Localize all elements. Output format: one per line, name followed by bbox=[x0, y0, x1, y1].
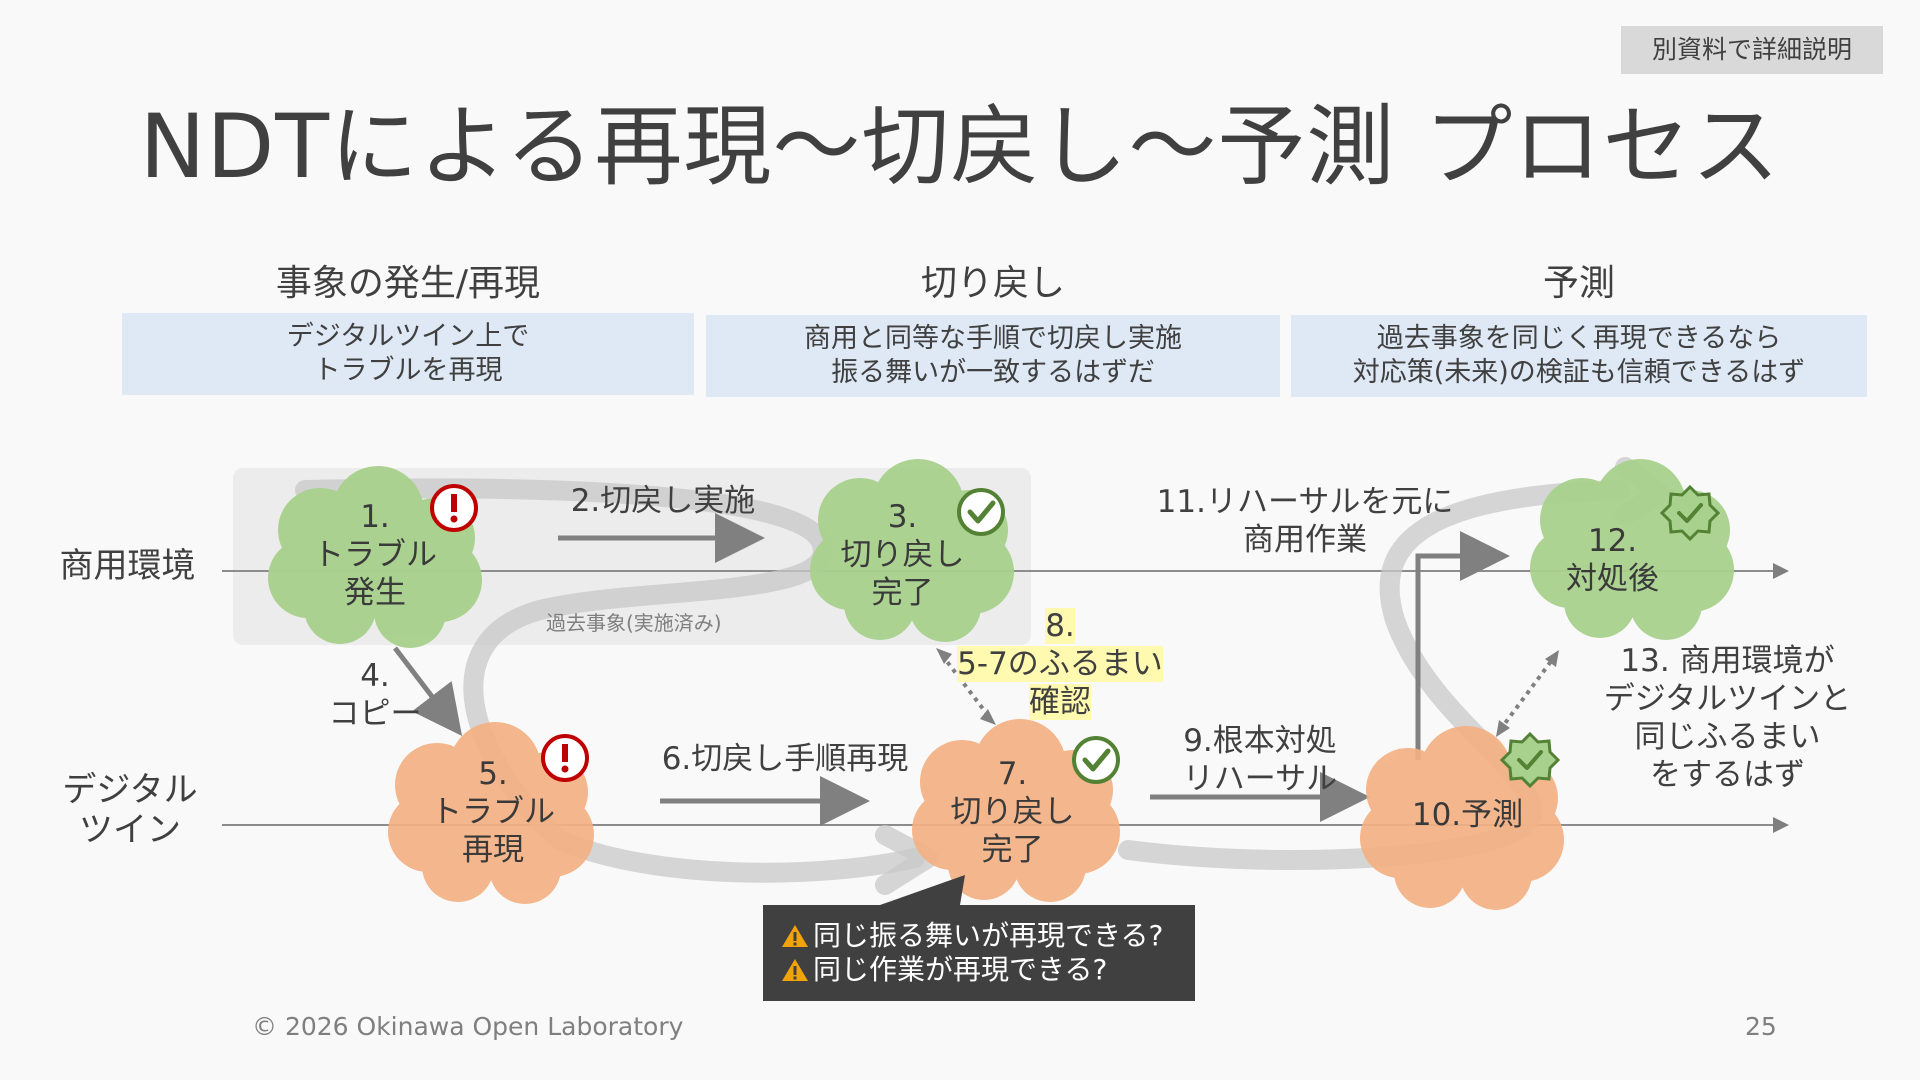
row-label-line: ツイン bbox=[79, 810, 181, 850]
node-line: 完了 bbox=[871, 575, 934, 611]
callout-line: 同じ作業が再現できる? bbox=[781, 953, 1195, 987]
phase-box-line: デジタルツイン上で bbox=[286, 321, 530, 352]
step-line: 8. bbox=[950, 607, 1170, 645]
badge-check-icon bbox=[1499, 731, 1561, 789]
phase-box-prediction: 過去事象を同じく再現できるなら 対応策(未来)の検証も信頼できるはず bbox=[1291, 315, 1867, 397]
step-8-label: 8. 5-7のふるまい 確認 bbox=[950, 607, 1170, 721]
cloud-node-10 bbox=[1360, 726, 1564, 910]
step-line: 商用作業 bbox=[1243, 522, 1367, 558]
dotted-expect-arrow bbox=[1498, 654, 1557, 732]
node-line: 3. bbox=[887, 499, 918, 535]
arrow-copy bbox=[393, 646, 463, 736]
past-events-label: 過去事象(実施済み) bbox=[546, 611, 722, 635]
question-callout: 同じ振る舞いが再現できる? 同じ作業が再現できる? bbox=[763, 905, 1195, 1001]
step-line: 9.根本対処 bbox=[1183, 723, 1337, 759]
copyright-footer: © 2026 Okinawa Open Laboratory bbox=[252, 1012, 684, 1041]
node-line: 発生 bbox=[344, 575, 406, 611]
warning-icon bbox=[782, 925, 808, 947]
cloud-node-1 bbox=[268, 466, 482, 648]
callout-text: 同じ振る舞いが再現できる? bbox=[813, 919, 1164, 952]
step-line: 5-7のふるまい bbox=[950, 645, 1170, 683]
callout-pointer bbox=[880, 875, 965, 905]
row-label-line: デジタル bbox=[62, 770, 198, 810]
detail-note-badge: 別資料で詳細説明 bbox=[1621, 26, 1883, 74]
node-line: 切り戻し bbox=[950, 794, 1075, 830]
step-line: デジタルツインと bbox=[1603, 681, 1852, 717]
node-7-label: 7. 切り戻し 完了 bbox=[930, 752, 1095, 872]
step-line-text: 8. bbox=[1045, 608, 1075, 644]
flow-arrow-past bbox=[295, 478, 925, 883]
node-line: 12. bbox=[1587, 523, 1638, 559]
dotted-arrowhead bbox=[936, 648, 952, 664]
check-icon bbox=[1072, 736, 1120, 784]
step-line: 同じふるまい bbox=[1634, 719, 1821, 755]
step-line: リハーサル bbox=[1182, 761, 1338, 797]
node-3-label: 3. 切り戻し 完了 bbox=[820, 495, 985, 615]
phase-box-line: 過去事象を同じく再現できるなら bbox=[1376, 323, 1782, 354]
callout-line: 同じ振る舞いが再現できる? bbox=[781, 919, 1195, 953]
step-line: 確認 bbox=[950, 683, 1170, 721]
node-line: 切り戻し bbox=[840, 537, 965, 573]
node-line: 再現 bbox=[462, 832, 524, 868]
step-line-text: 5-7のふるまい bbox=[957, 646, 1163, 682]
row-label-commercial: 商用環境 bbox=[59, 546, 196, 586]
phase-box-line: 対応策(未来)の検証も信頼できるはず bbox=[1352, 357, 1806, 388]
step-line: コピー bbox=[328, 696, 422, 732]
cloud-node-3 bbox=[810, 459, 1014, 642]
node-line: 10.予測 bbox=[1411, 797, 1524, 833]
node-line: 7. bbox=[997, 756, 1028, 792]
step-line: をするはず bbox=[1650, 757, 1805, 793]
dotted-arrowhead bbox=[980, 709, 996, 725]
phase-title-occurrence: 事象の発生/再現 bbox=[275, 263, 541, 304]
phase-title-rollback: 切り戻し bbox=[920, 263, 1065, 304]
step-line-text: 確認 bbox=[1029, 684, 1091, 720]
node-line: 完了 bbox=[981, 832, 1044, 868]
node-line: 対処後 bbox=[1566, 561, 1659, 597]
step-line: 11.リハーサルを元に bbox=[1156, 484, 1454, 520]
dotted-arrowhead bbox=[1545, 650, 1559, 667]
check-icon bbox=[957, 488, 1005, 536]
node-1-label: 1. トラブル 発生 bbox=[290, 495, 460, 615]
node-line: トラブル bbox=[313, 537, 437, 573]
arrow-commercial-work bbox=[1415, 531, 1510, 760]
step-6-label: 6.切戻し手順再現 bbox=[661, 741, 909, 777]
node-line: 1. bbox=[360, 499, 390, 535]
phase-box-rollback: 商用と同等な手順で切戻し実施 振る舞いが一致するはずだ bbox=[706, 315, 1280, 397]
phase-box-line: 商用と同等な手順で切戻し実施 bbox=[804, 323, 1182, 354]
phase-box-line: トラブルを再現 bbox=[313, 355, 503, 386]
dotted-compare-arrow bbox=[940, 653, 992, 720]
step-2-label: 2.切戻し実施 bbox=[570, 483, 756, 519]
step-9-label: 9.根本対処 リハーサル bbox=[1155, 722, 1365, 798]
node-10-label: 10.予測 bbox=[1385, 790, 1550, 840]
step-13-label: 13. 商用環境が デジタルツインと 同じふるまい をするはず bbox=[1590, 642, 1865, 794]
node-12-label: 12. 対処後 bbox=[1545, 520, 1680, 600]
alert-icon bbox=[430, 484, 478, 532]
alert-icon bbox=[541, 734, 589, 782]
badge-check-icon bbox=[1659, 484, 1721, 542]
page-title: NDTによる再現〜切戻し〜予測 プロセス bbox=[139, 95, 1781, 198]
step-4-label: 4. コピー bbox=[320, 657, 430, 733]
page-number: 25 bbox=[1745, 1012, 1777, 1041]
cloud-node-7 bbox=[912, 719, 1120, 902]
step-11-label: 11.リハーサルを元に 商用作業 bbox=[1140, 483, 1470, 559]
step-line: 13. 商用環境が bbox=[1620, 643, 1835, 679]
node-line: 5. bbox=[478, 756, 508, 792]
node-5-label: 5. トラブル 再現 bbox=[408, 752, 578, 872]
phase-title-prediction: 予測 bbox=[1542, 263, 1615, 304]
node-line: トラブル bbox=[431, 794, 555, 830]
phase-box-occurrence: デジタルツイン上で トラブルを再現 bbox=[122, 313, 694, 395]
row-label-digital-twin: デジタル ツイン bbox=[50, 770, 210, 850]
phase-box-line: 振る舞いが一致するはずだ bbox=[831, 357, 1155, 388]
cloud-node-5 bbox=[388, 722, 594, 904]
dotted-arrowhead bbox=[1496, 720, 1510, 737]
step-line: 4. bbox=[360, 658, 390, 694]
warning-icon bbox=[782, 959, 808, 981]
callout-text: 同じ作業が再現できる? bbox=[813, 953, 1108, 986]
